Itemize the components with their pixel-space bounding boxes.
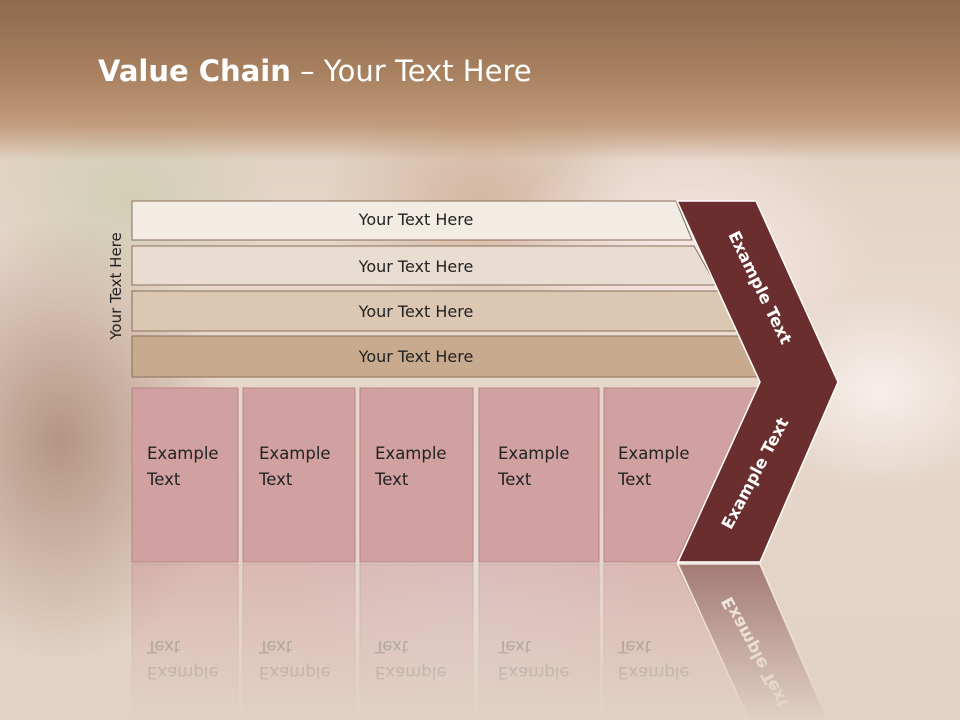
bar-1 bbox=[131, 200, 693, 241]
reflection-box-4-line1: Example bbox=[498, 663, 570, 682]
reflection-box-5-line2: Text bbox=[617, 637, 652, 656]
reflection-box-2 bbox=[242, 563, 356, 720]
slide-title-rest: – Your Text Here bbox=[290, 54, 532, 88]
box-3-line1: Example bbox=[375, 444, 447, 463]
box-4 bbox=[478, 387, 600, 563]
reflection-box-3-line2: Text bbox=[374, 637, 409, 656]
box-1-line1: Example bbox=[147, 444, 219, 463]
chevron-arrow bbox=[675, 200, 839, 563]
box-1-line2: Text bbox=[146, 470, 181, 489]
title-banner bbox=[0, 0, 960, 160]
box-5 bbox=[603, 387, 760, 563]
reflection-box-2-line1: Example bbox=[259, 663, 331, 682]
box-2-line1: Example bbox=[259, 444, 331, 463]
box-3-line2: Text bbox=[374, 470, 409, 489]
reflection-box-2-line2: Text bbox=[258, 637, 293, 656]
box-2 bbox=[242, 387, 356, 563]
bar-4-label: Your Text Here bbox=[358, 347, 474, 366]
bar-3-label: Your Text Here bbox=[358, 302, 474, 321]
reflection-chevron bbox=[676, 563, 829, 720]
reflection-box-5-line1: Example bbox=[618, 663, 690, 682]
box-4-line1: Example bbox=[498, 444, 570, 463]
slide-title: Value Chain – Your Text Here bbox=[98, 54, 532, 88]
reflection-box-1-line1: Example bbox=[147, 663, 219, 682]
reflection-box-3 bbox=[359, 563, 474, 720]
slide-title-bold: Value Chain bbox=[98, 54, 291, 88]
reflection-box-5 bbox=[603, 563, 751, 720]
box-5-line1: Example bbox=[618, 444, 690, 463]
reflection-box-4-line2: Text bbox=[497, 637, 532, 656]
box-4-line2: Text bbox=[497, 470, 532, 489]
reflection-box-4 bbox=[478, 563, 600, 720]
bar-2-label: Your Text Here bbox=[358, 257, 474, 276]
diagram-reflection: Example Text Example Text Example Text E… bbox=[131, 563, 829, 720]
reflection-box-3-line1: Example bbox=[375, 663, 447, 682]
box-5-line2: Text bbox=[617, 470, 652, 489]
reflection-box-1-line2: Text bbox=[146, 637, 181, 656]
reflection-box-1 bbox=[131, 563, 239, 720]
box-3 bbox=[359, 387, 474, 563]
box-2-line2: Text bbox=[258, 470, 293, 489]
box-1 bbox=[131, 387, 239, 563]
bar-1-label: Your Text Here bbox=[358, 210, 474, 229]
